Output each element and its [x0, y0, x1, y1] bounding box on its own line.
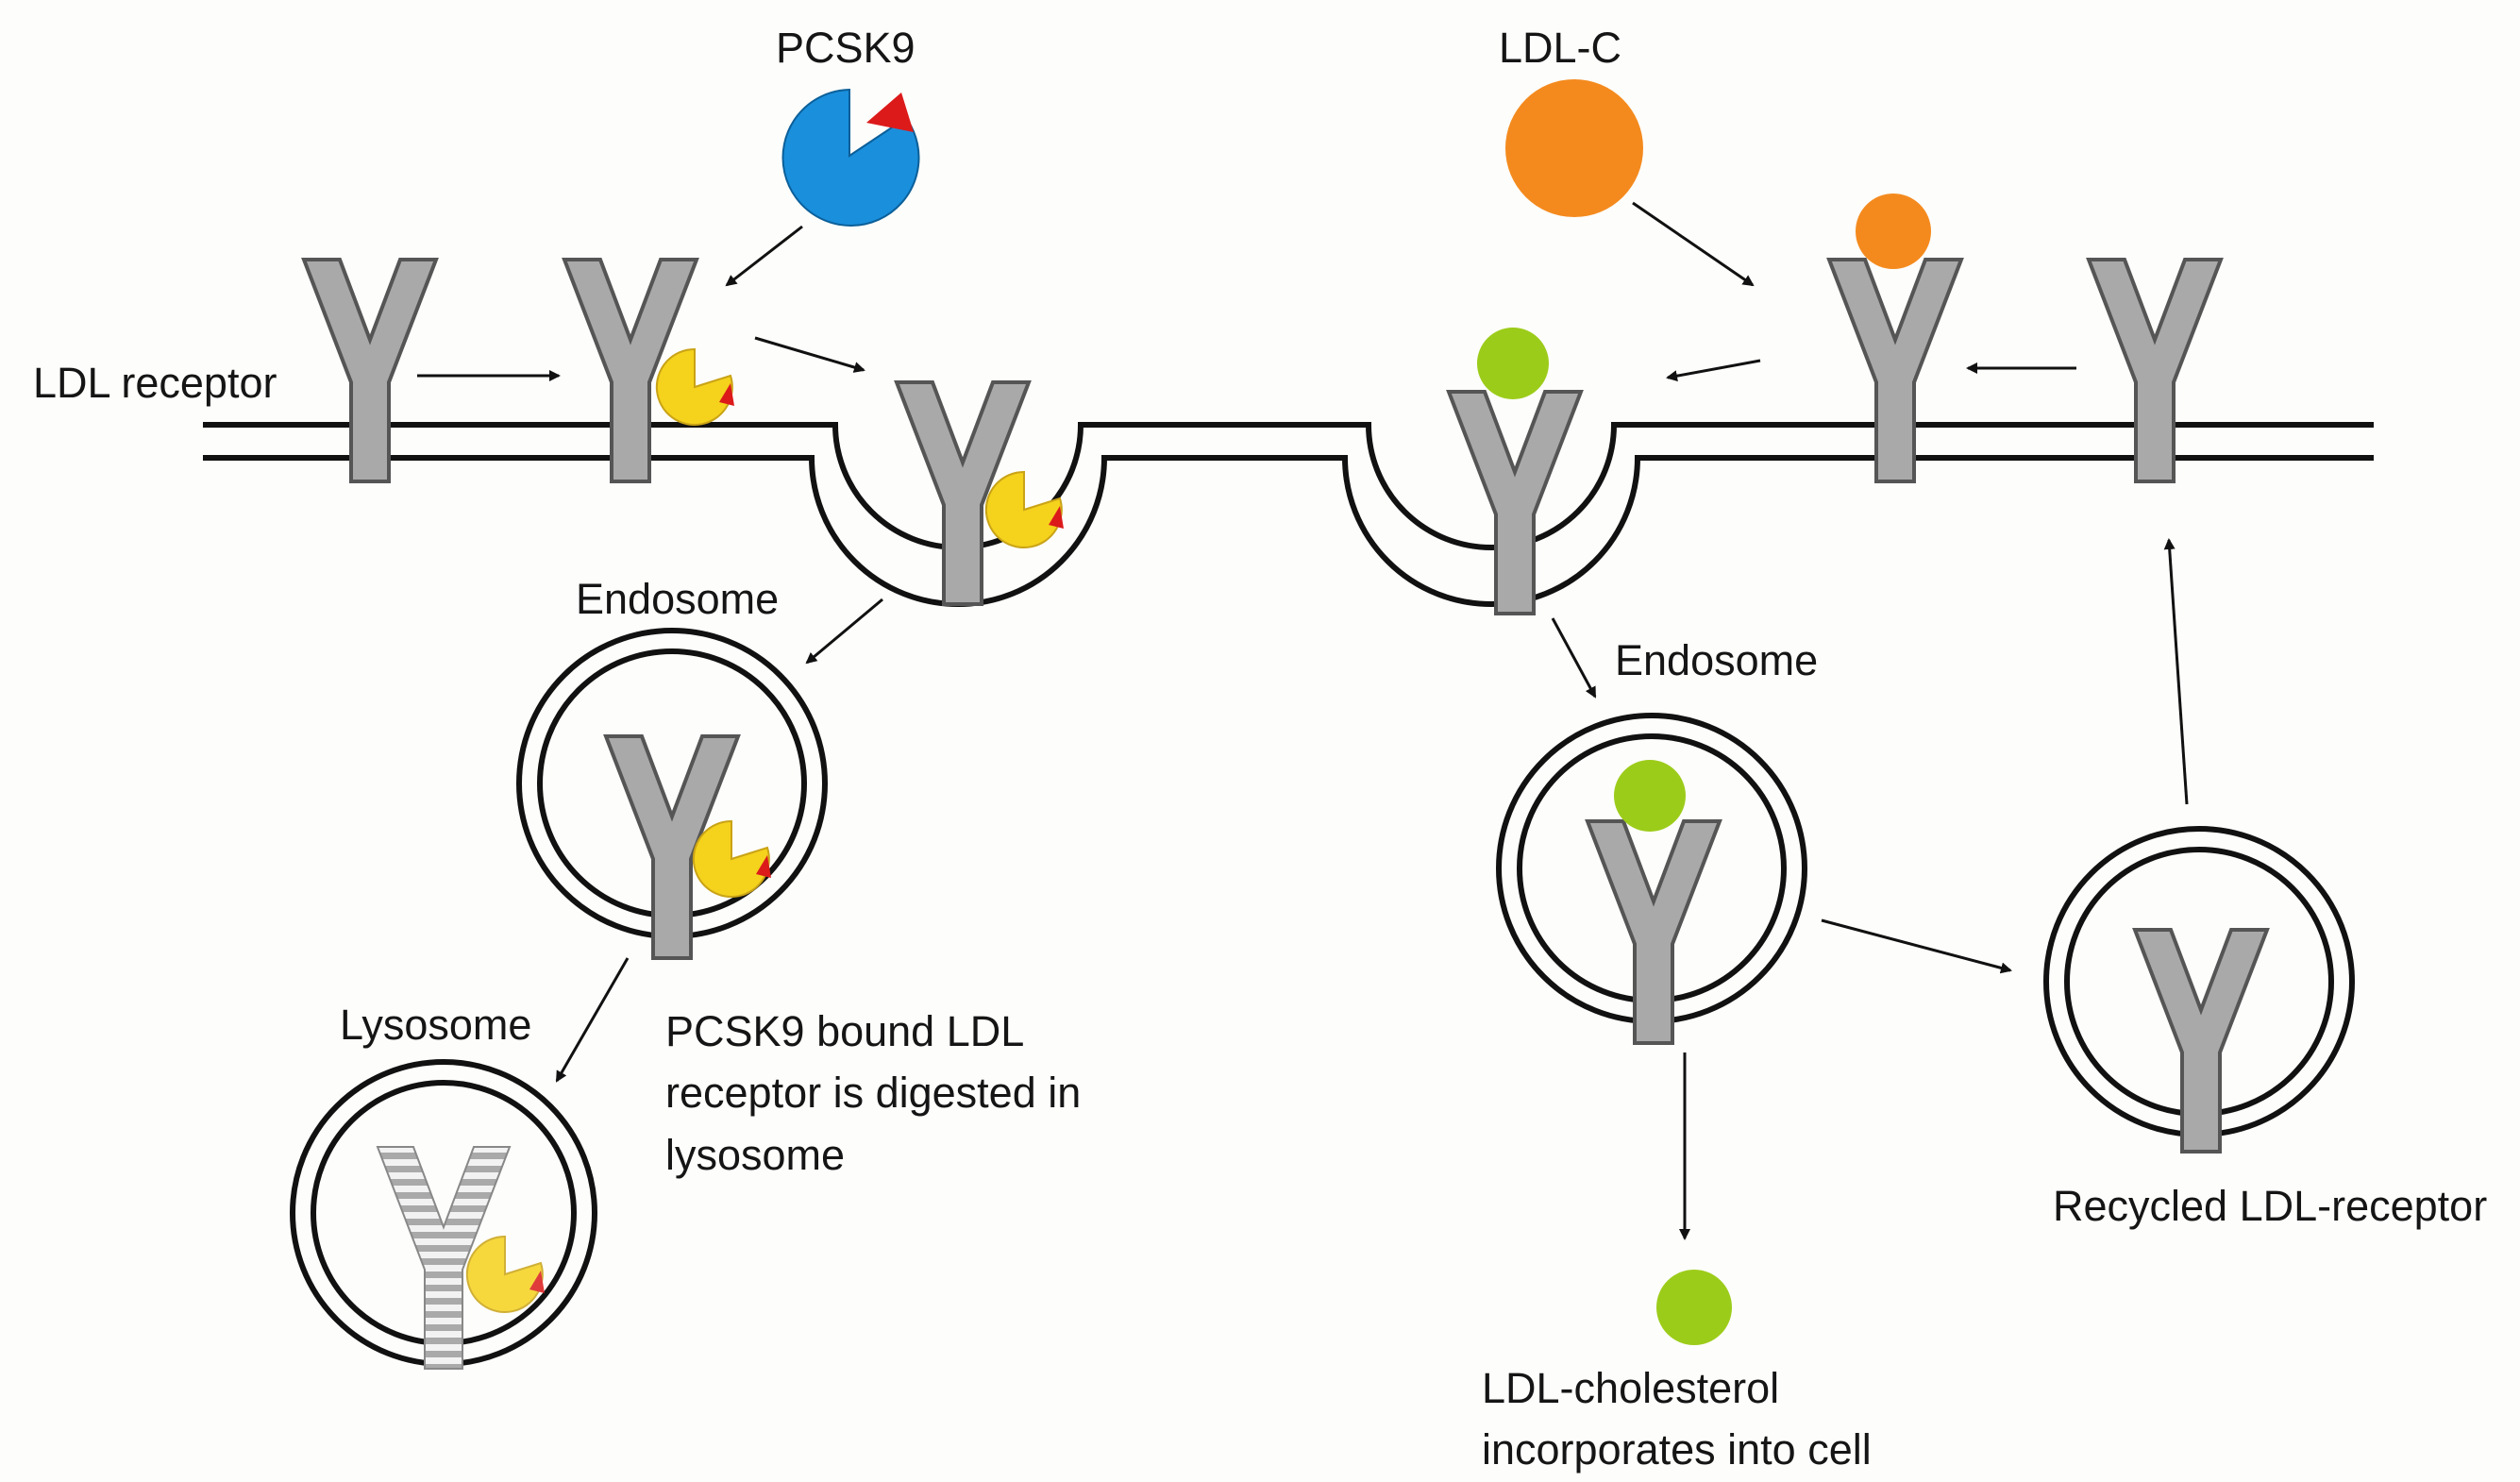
label-cholesterol-line-2: incorporates into cell — [1482, 1425, 1872, 1474]
arrow-pcsk9-to-receptor — [725, 225, 803, 287]
ldl-receptor-endosome-right — [1586, 819, 1722, 1045]
arrow-endosome-to-recycling — [1821, 918, 2012, 974]
label-digested-line-2: receptor is digested in — [665, 1069, 1082, 1118]
label-recycled: Recycled LDL-receptor — [2053, 1182, 2488, 1230]
label-lysosome: Lysosome — [340, 1001, 532, 1049]
arrow-recycling-to-surface — [2163, 538, 2189, 805]
arrow-receptor-to-pit — [1666, 359, 1761, 382]
cholesterol-in-cell — [1656, 1270, 1732, 1345]
pcsk9-bound-marker-3 — [692, 819, 772, 898]
ldl-receptor-pit-right — [1447, 390, 1583, 615]
ldl-receptor-recycled-surface — [2087, 258, 2223, 483]
flow-arrows — [417, 201, 2189, 1240]
ldl-c-particle — [1505, 79, 1643, 217]
label-digested-line-3: lysosome — [665, 1130, 846, 1179]
label-cholesterol: LDL-cholesterol incorporates into cell — [1482, 1357, 1872, 1481]
cell-membrane — [203, 422, 2374, 607]
pcsk9-digested-marker — [465, 1235, 546, 1313]
cholesterol-particle-endosome — [1614, 760, 1686, 832]
label-digested: PCSK9 bound LDL receptor is digested in … — [665, 1001, 1081, 1186]
label-ldl-receptor: LDL receptor — [33, 359, 277, 407]
ldl-receptor-with-ldl — [1827, 258, 1963, 483]
ldl-receptor-digested — [376, 1146, 512, 1370]
arrow-bound-to-pit — [754, 336, 865, 373]
ldl-receptor-1 — [302, 258, 438, 483]
cholesterol-particle-pit — [1477, 328, 1549, 399]
arrow-pit-to-endosome — [805, 598, 883, 665]
pcsk9-bound-marker-2 — [984, 470, 1065, 548]
arrow-pit-to-endosome-right — [1551, 617, 1597, 699]
pcsk9-protein — [781, 88, 920, 227]
ldl-particle-bound — [1856, 194, 1931, 269]
pcsk9-bound-marker-1 — [655, 347, 735, 426]
label-endosome-left: Endosome — [576, 575, 780, 623]
arrow-endosome-to-lysosome — [555, 957, 630, 1083]
label-cholesterol-line-1: LDL-cholesterol — [1482, 1364, 1780, 1412]
arrow-ldl-c-to-receptor — [1632, 201, 1755, 287]
label-digested-line-1: PCSK9 bound LDL — [665, 1007, 1025, 1055]
label-ldl-c: LDL-C — [1499, 24, 1622, 72]
ldl-receptor-recycling — [2133, 928, 2269, 1154]
label-pcsk9: PCSK9 — [776, 24, 916, 72]
label-endosome-right: Endosome — [1615, 636, 1819, 684]
